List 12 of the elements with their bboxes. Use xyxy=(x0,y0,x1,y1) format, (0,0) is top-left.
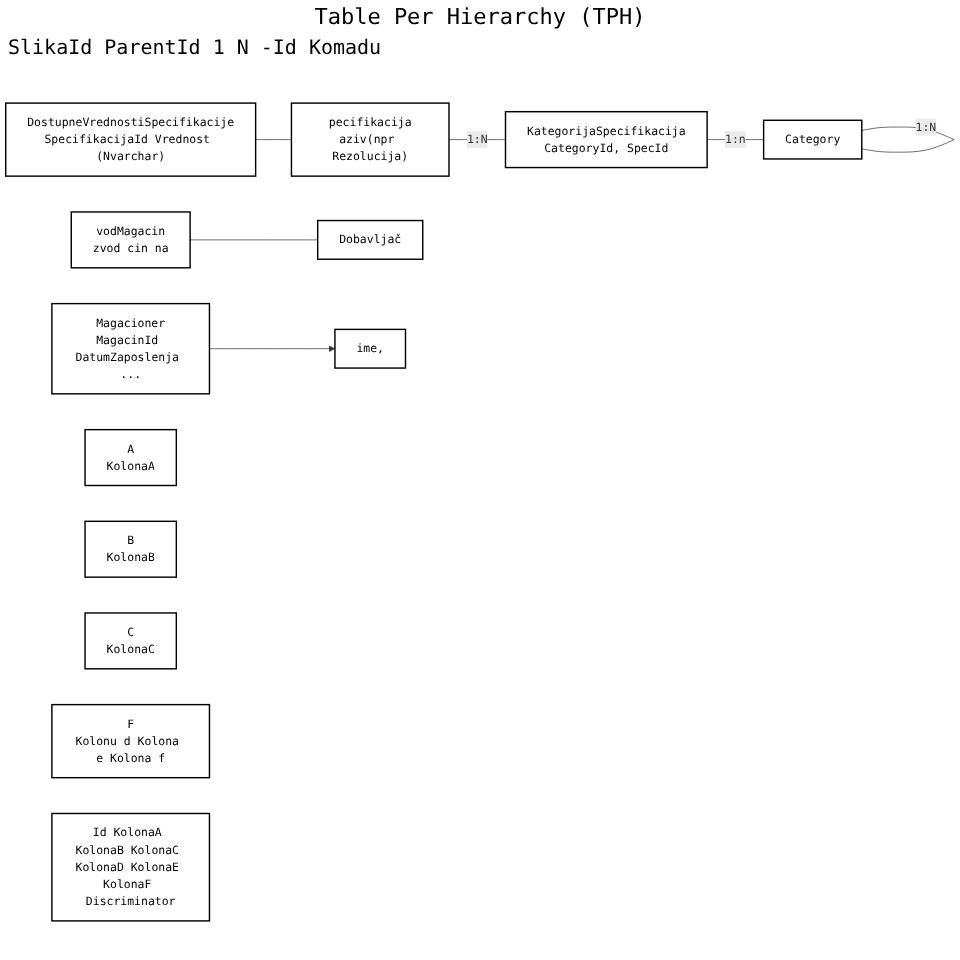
note-text: Komadu xyxy=(308,38,382,60)
connector xyxy=(189,239,319,241)
connector xyxy=(255,139,292,140)
note-text: SlikaId xyxy=(8,38,93,60)
note-text: N xyxy=(236,38,249,60)
connector xyxy=(706,139,764,140)
connector xyxy=(448,139,506,140)
note-text: 1 xyxy=(212,38,225,60)
note-text: ParentId xyxy=(104,38,201,60)
note-text: -Id xyxy=(260,38,297,60)
connector xyxy=(861,126,955,153)
diagram-title: Table Per Hierarchy (TPH) xyxy=(312,2,648,34)
